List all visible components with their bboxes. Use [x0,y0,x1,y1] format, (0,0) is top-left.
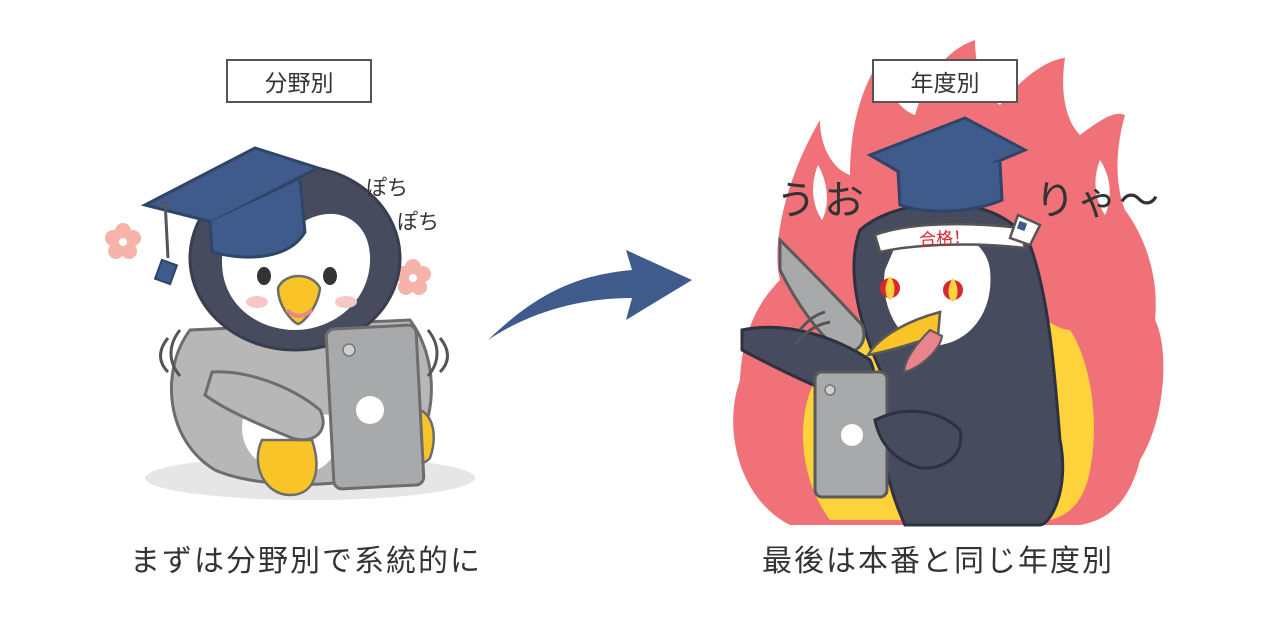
category-label-text: 年度別 [910,71,980,97]
smartphone-icon [324,323,426,491]
arrow-icon [488,250,692,340]
category-label-box-right: 年度別 [872,59,1018,103]
smartphone-icon [813,370,889,499]
headband-text: 合格！ [919,228,971,251]
left-penguin-illustration [105,146,475,500]
caption-left: まずは分野別で系統的に [130,544,482,579]
graduation-cap-icon [140,146,322,286]
shout-text-right: りゃ〜 [1035,178,1161,224]
category-label-text: 分野別 [264,71,334,97]
graduation-cap-icon [866,116,1029,213]
shout-text-left: うお [776,178,872,224]
category-label-box-left: 分野別 [226,59,372,103]
right-penguin-illustration [740,116,1065,527]
sound-effect-text: ぽち [397,210,439,234]
caption-right: 最後は本番と同じ年度別 [762,544,1114,579]
flower-icon [105,223,141,259]
flower-icon [395,259,431,295]
sound-effect-text: ぽち [366,176,408,200]
